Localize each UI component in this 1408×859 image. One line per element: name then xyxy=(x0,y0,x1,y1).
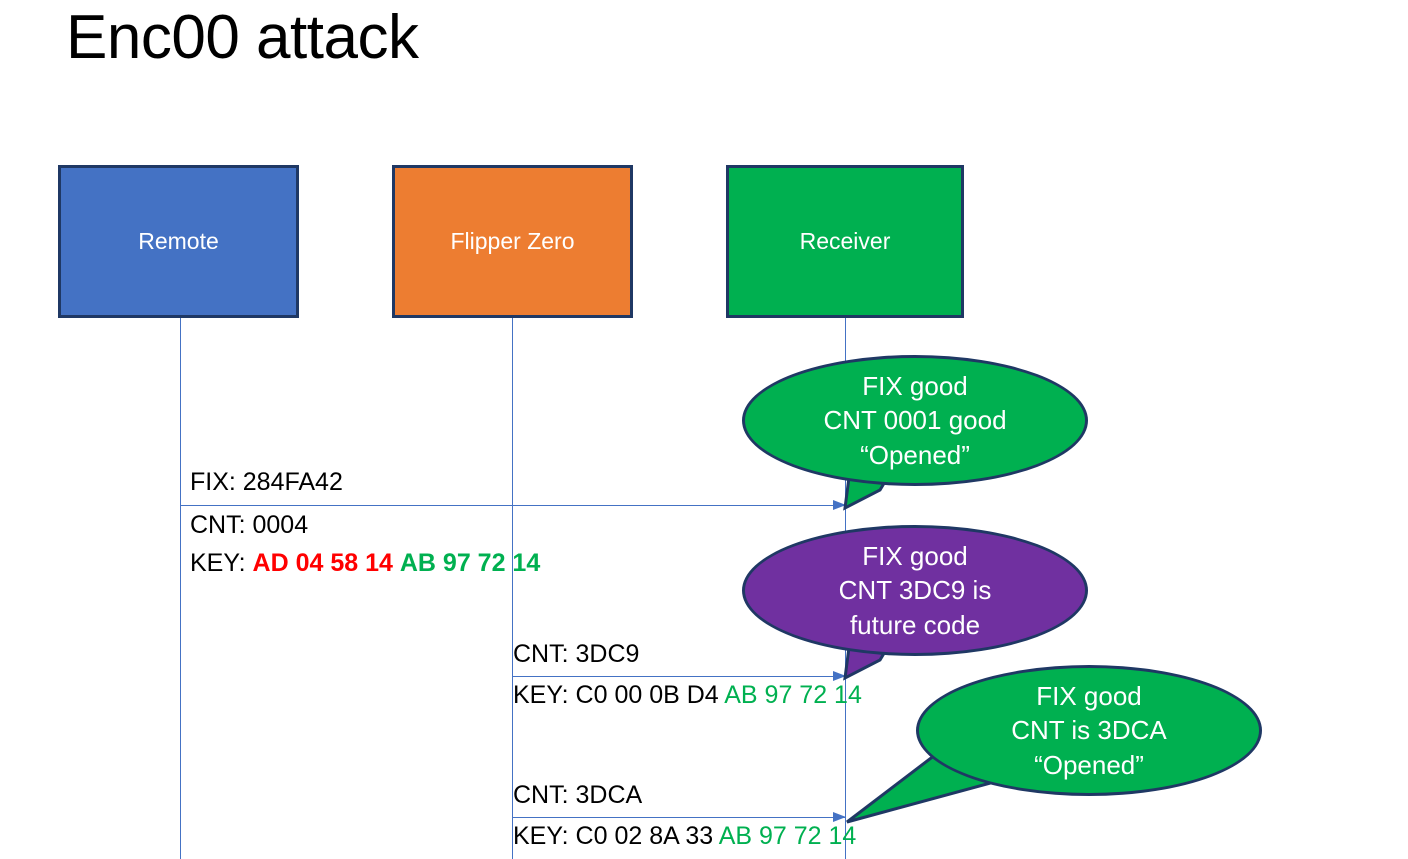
message-2-key-green: AB 97 72 14 xyxy=(724,681,862,709)
actor-box-remote[interactable]: Remote xyxy=(58,165,299,318)
message-3-key-green: AB 97 72 14 xyxy=(718,822,857,850)
actor-label-flipper: Flipper Zero xyxy=(450,228,575,254)
callout-3-line-3: “Opened” xyxy=(1034,749,1144,780)
message-3-cnt-label: CNT: 3DCA xyxy=(513,781,643,809)
callout-2-line-2: CNT 3DC9 is xyxy=(838,575,992,606)
message-2-key-label: KEY: C0 00 0B D4 AB 97 72 14 xyxy=(513,681,862,711)
message-arrow-1 xyxy=(181,500,846,510)
message-1-key-space xyxy=(393,549,400,577)
message-arrow-3 xyxy=(513,812,846,822)
message-1-key-green: AB 97 72 14 xyxy=(399,549,541,577)
actor-box-flipper[interactable]: Flipper Zero xyxy=(392,165,633,318)
actor-box-receiver[interactable]: Receiver xyxy=(726,165,964,318)
callout-1-line-3: “Opened” xyxy=(860,439,970,470)
callout-2-line-1: FIX good xyxy=(862,541,968,572)
message-1-key-prefix: KEY: xyxy=(190,549,253,577)
callout-2-line-3: future code xyxy=(849,609,981,640)
callout-3-line-1: FIX good xyxy=(1036,681,1142,712)
callout-bubble-receiver-ok-1[interactable]: FIX good CNT 0001 good “Opened” xyxy=(742,355,1088,486)
callout-3-line-2: CNT is 3DCA xyxy=(1011,715,1167,746)
message-2-cnt-label: CNT: 3DC9 xyxy=(513,640,640,668)
message-1-key-red: AD 04 58 14 xyxy=(252,549,393,577)
message-1-fix-label: FIX: 284FA42 xyxy=(190,468,343,496)
actor-label-remote: Remote xyxy=(138,228,219,254)
lifeline-remote xyxy=(180,318,181,859)
callout-bubble-receiver-ok-2[interactable]: FIX good CNT is 3DCA “Opened” xyxy=(916,665,1262,796)
lifeline-flipper xyxy=(512,318,513,859)
message-1-key-label: KEY: AD 04 58 14 AB 97 72 14 xyxy=(190,549,540,579)
callout-bubble-future-code[interactable]: FIX good CNT 3DC9 is future code xyxy=(742,525,1088,656)
message-2-key-prefix: KEY: C0 00 0B D4 xyxy=(513,681,725,709)
message-arrow-2 xyxy=(513,671,846,681)
page-title: Enc00 attack xyxy=(66,3,419,72)
message-1-cnt-label: CNT: 0004 xyxy=(190,511,309,539)
callout-1-line-1: FIX good xyxy=(862,371,968,402)
callout-1-line-2: CNT 0001 good xyxy=(823,405,1007,436)
message-3-key-label: KEY: C0 02 8A 33 AB 97 72 14 xyxy=(513,822,856,852)
message-3-key-prefix: KEY: C0 02 8A 33 xyxy=(513,822,719,850)
actor-label-receiver: Receiver xyxy=(799,228,891,254)
